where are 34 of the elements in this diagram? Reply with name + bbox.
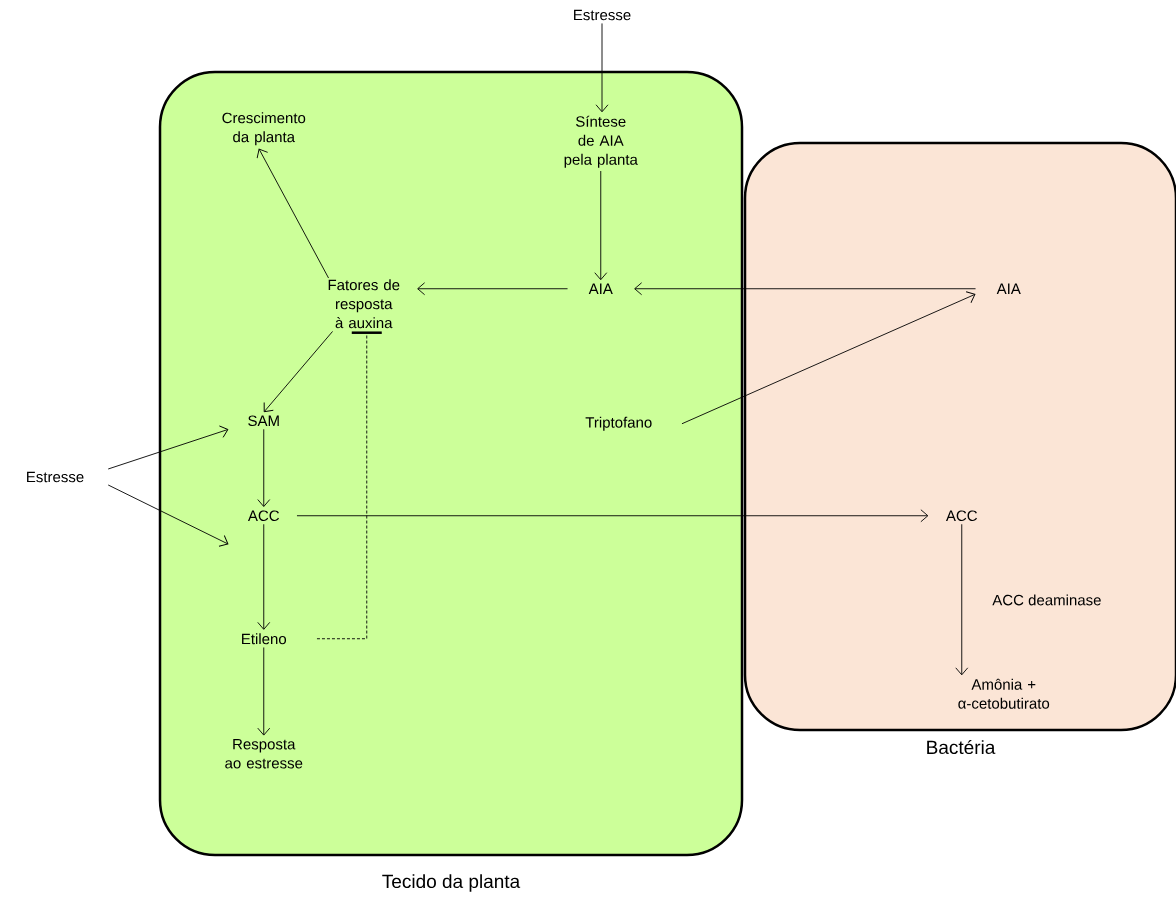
node-label: ACC	[945, 510, 977, 522]
region-label: Tecido da planta	[382, 874, 521, 892]
tissue-box	[158, 70, 744, 857]
arrow	[257, 523, 271, 630]
node-label: Crescimento da planta	[222, 112, 306, 146]
arrow	[681, 291, 976, 425]
arrow	[296, 509, 929, 523]
node-label: ACC	[247, 510, 279, 522]
tissue-box	[743, 141, 1176, 732]
arrow	[594, 170, 608, 281]
node-label: Etileno	[242, 633, 287, 645]
node-label: Resposta ao estresse	[225, 739, 303, 769]
node-label: Estresse	[574, 9, 631, 21]
edge-label: ACC deaminase	[992, 594, 1101, 606]
region-label: Bactéria	[927, 739, 996, 755]
node-label: Amônia + α-cetobutirato	[958, 678, 1050, 709]
node-label: Estresse	[27, 471, 84, 483]
arrow	[257, 647, 271, 736]
arrow	[634, 282, 976, 296]
arrow	[107, 425, 229, 470]
node-label: AIA	[996, 283, 1021, 294]
arrow	[107, 484, 229, 547]
node-label: AIA	[588, 283, 613, 294]
node-label: Fatores de resposta à auxina	[328, 279, 400, 329]
node-label: SAM	[248, 415, 279, 427]
node-label: Síntese de AIA pela planta	[564, 115, 638, 168]
arrow	[595, 23, 609, 113]
arrow	[955, 523, 969, 676]
arrow	[263, 331, 333, 413]
node-label: Triptofano	[585, 416, 652, 431]
arrow	[257, 428, 271, 507]
arrow	[316, 331, 382, 640]
arrow	[256, 148, 329, 279]
arrow	[417, 282, 568, 296]
